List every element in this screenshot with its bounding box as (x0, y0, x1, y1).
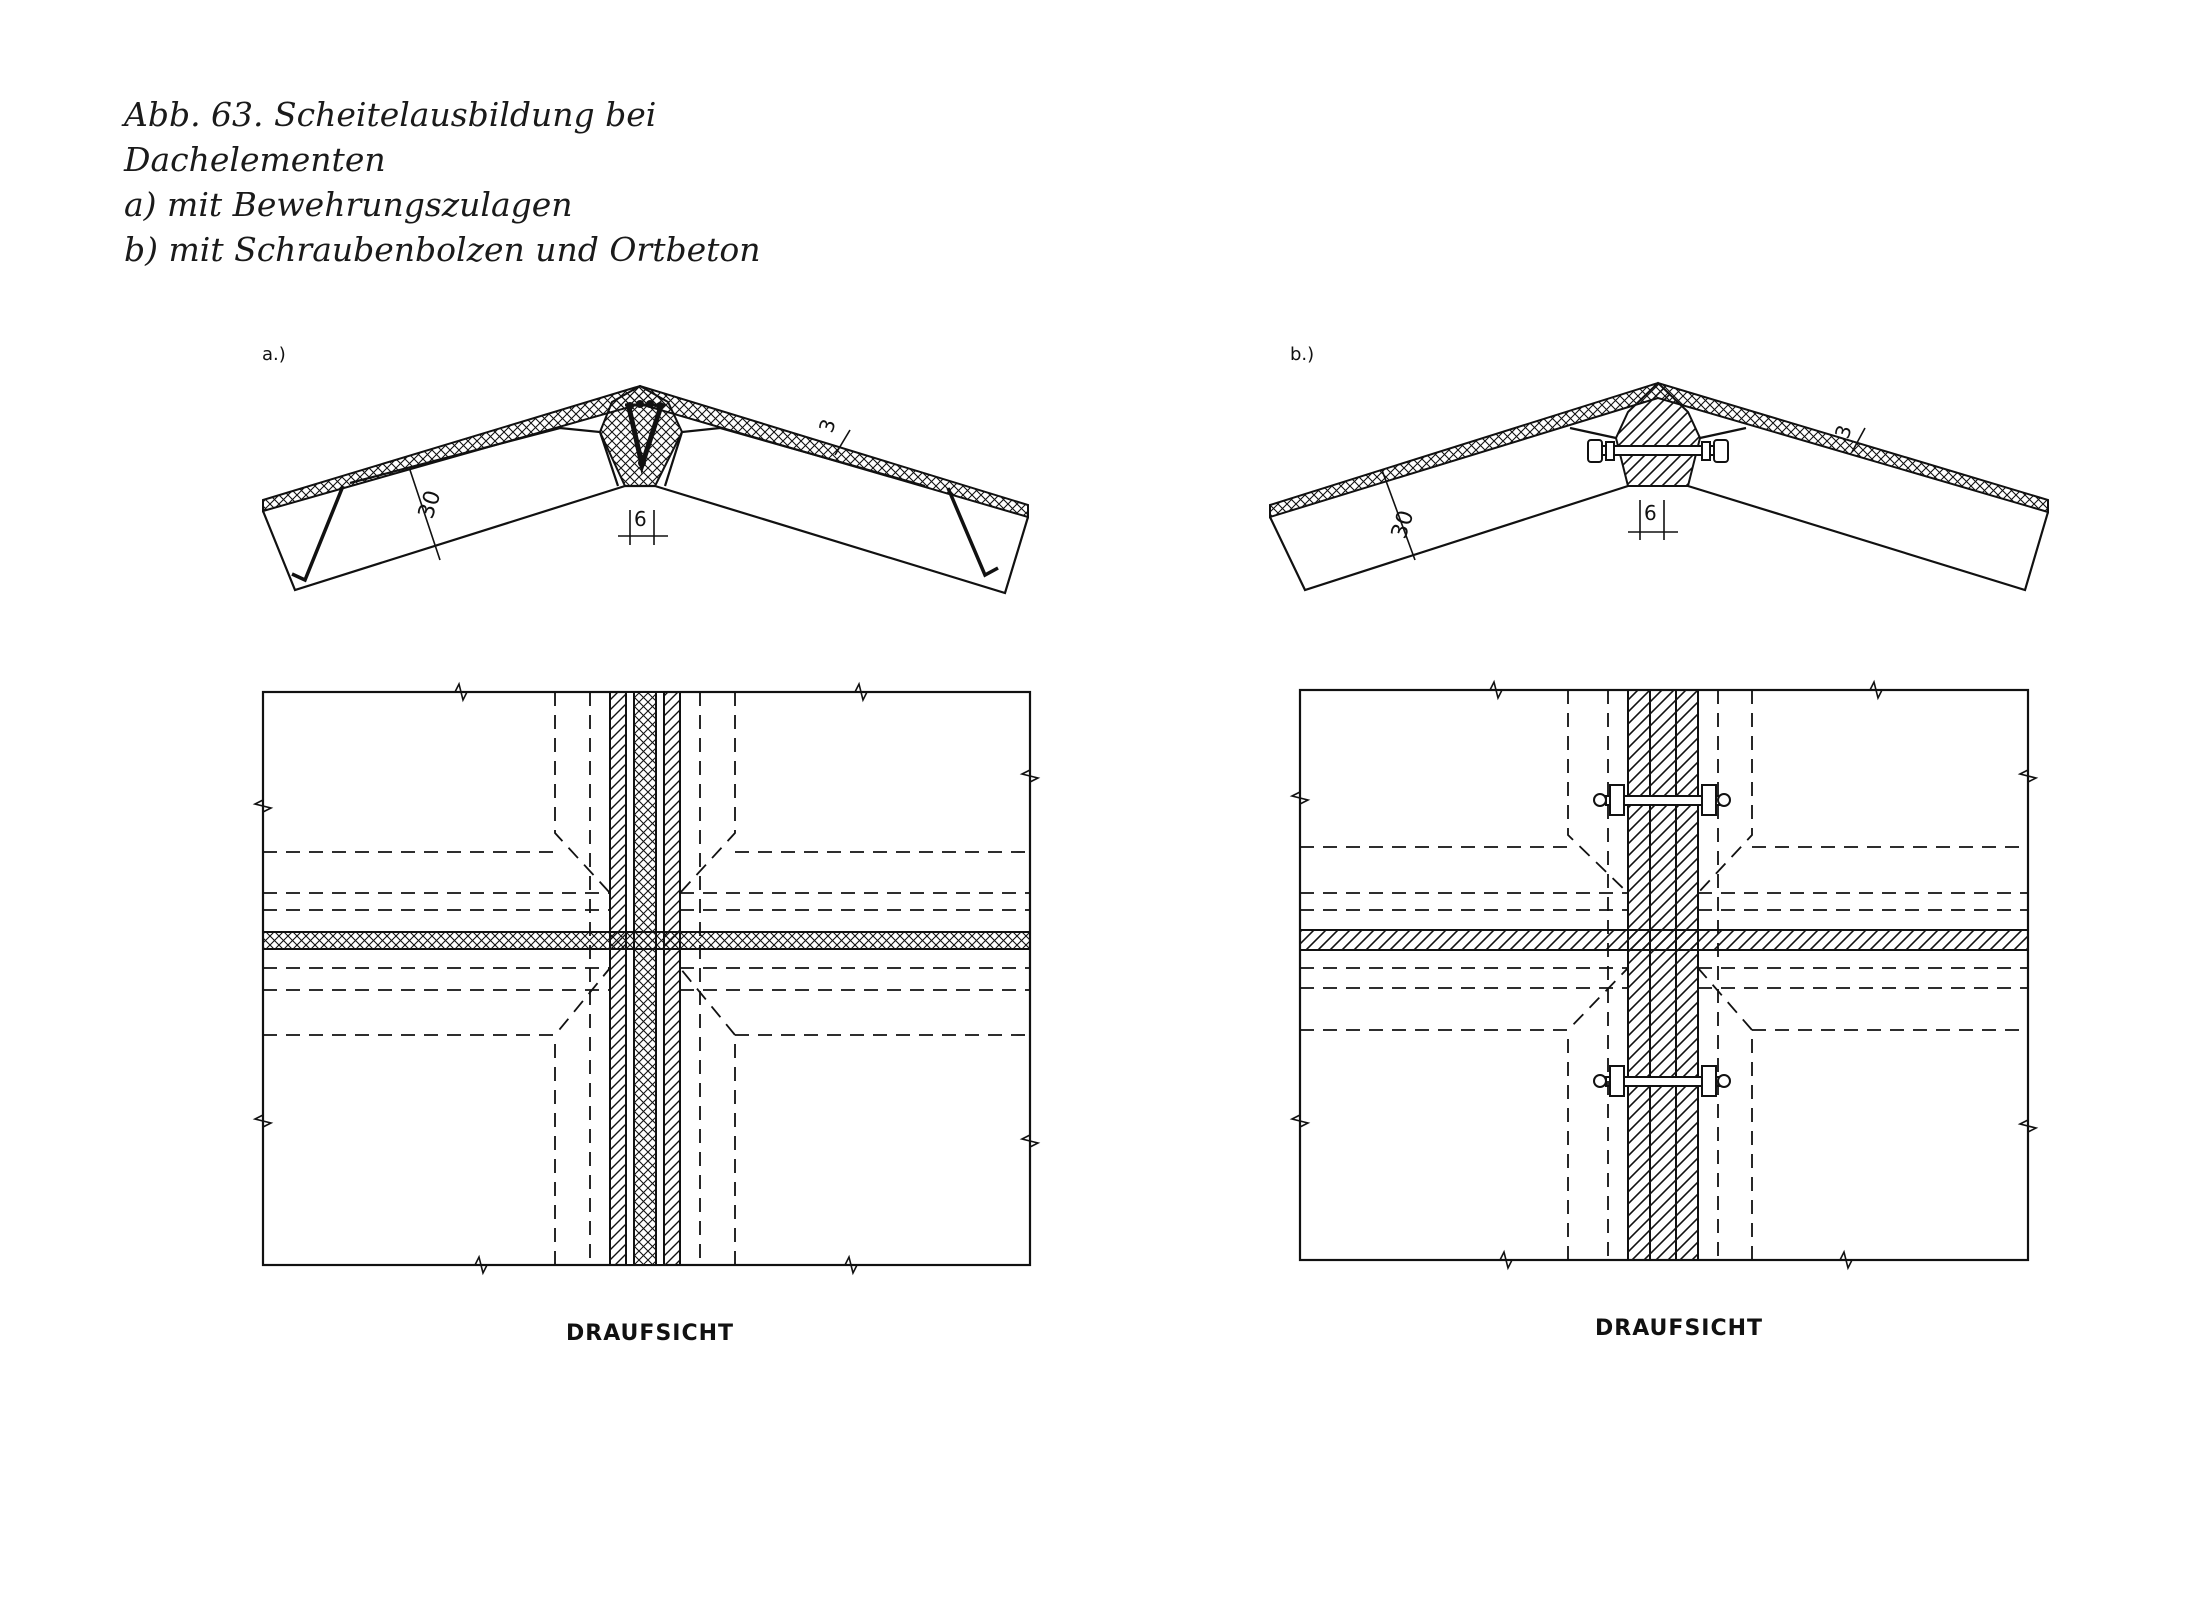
caption-line-2: Dachelementen (124, 140, 386, 179)
dim-thickness-a: 30 (414, 487, 446, 521)
figure-caption: Abb. 63. Scheitelausbildung bei Dachelem… (124, 92, 761, 272)
plan-b: DRAUFSICHT (1289, 679, 2039, 1341)
caption-line-4: b) mit Schraubenbolzen und Ortbeton (124, 230, 761, 269)
underside-right-a (654, 484, 1030, 595)
cast-strip-vertical-b (1627, 689, 1699, 1261)
underside-left-b (1269, 484, 1629, 592)
dim-topping-a: 3 (814, 416, 841, 436)
panel-b-label: b.) (1290, 344, 1314, 365)
section-b: b.) 30 3 6 (1269, 344, 2050, 592)
rib-lines-b (1300, 690, 2028, 1260)
panel-a-label: a.) (262, 344, 286, 365)
plan-a-title: DRAUFSICHT (566, 1321, 734, 1346)
caption-line-3: a) mit Bewehrungszulagen (124, 185, 573, 224)
section-a: a.) 30 3 6 (261, 344, 1030, 595)
underside-right-b (1687, 484, 2050, 592)
cast-strip-horizontal-b (1299, 929, 2029, 951)
underside-left-a (261, 484, 626, 592)
rib-lines-a (263, 692, 1030, 1265)
joint-strip-horizontal-a (262, 931, 1031, 950)
dim-gap-a: 6 (634, 507, 647, 531)
caption-line-1: Abb. 63. Scheitelausbildung bei (124, 95, 657, 134)
plan-b-title: DRAUFSICHT (1595, 1316, 1763, 1341)
plan-a: DRAUFSICHT (252, 681, 1041, 1346)
dim-gap-b: 6 (1644, 501, 1657, 525)
bolt-plan-upper (1593, 784, 1731, 816)
bolt-section-b (1587, 439, 1729, 463)
dim-thickness-b: 30 (1387, 507, 1419, 541)
bolt-plan-lower (1593, 1065, 1731, 1097)
